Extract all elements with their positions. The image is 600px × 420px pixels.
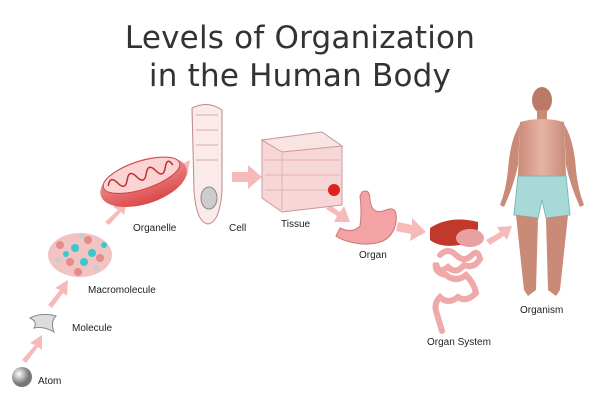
- label-molecule: Molecule: [72, 323, 113, 334]
- label-organelle: Organelle: [133, 223, 177, 234]
- molecule-icon: [28, 313, 57, 334]
- title-line-1: Levels of Organization: [124, 20, 476, 56]
- arrow-cell-tissue: [232, 165, 262, 189]
- digestive-system-icon: [430, 219, 484, 334]
- cell-icon: [191, 104, 223, 225]
- arrow-organ-system: [396, 218, 426, 241]
- atom-icon: [12, 367, 32, 387]
- mitochondrion-icon: [100, 156, 187, 208]
- title-line-2: in the Human Body: [148, 58, 452, 94]
- arrow-tissue-organ: [326, 205, 350, 222]
- label-tissue: Tissue: [281, 219, 311, 230]
- human-body-icon: [500, 87, 584, 296]
- macromolecule-icon: [48, 233, 112, 277]
- label-organ-system: Organ System: [427, 337, 491, 348]
- arrow-atom-molecule: [22, 335, 42, 363]
- label-macromolecule: Macromolecule: [88, 285, 156, 296]
- label-organ: Organ: [359, 250, 387, 261]
- arrow-system-organism: [486, 226, 512, 245]
- label-cell: Cell: [229, 223, 247, 234]
- tissue-icon: [260, 131, 344, 213]
- arrow-molecule-macro: [48, 280, 68, 308]
- label-atom: Atom: [38, 376, 62, 387]
- stomach-icon: [335, 190, 397, 245]
- label-organism: Organism: [520, 305, 564, 316]
